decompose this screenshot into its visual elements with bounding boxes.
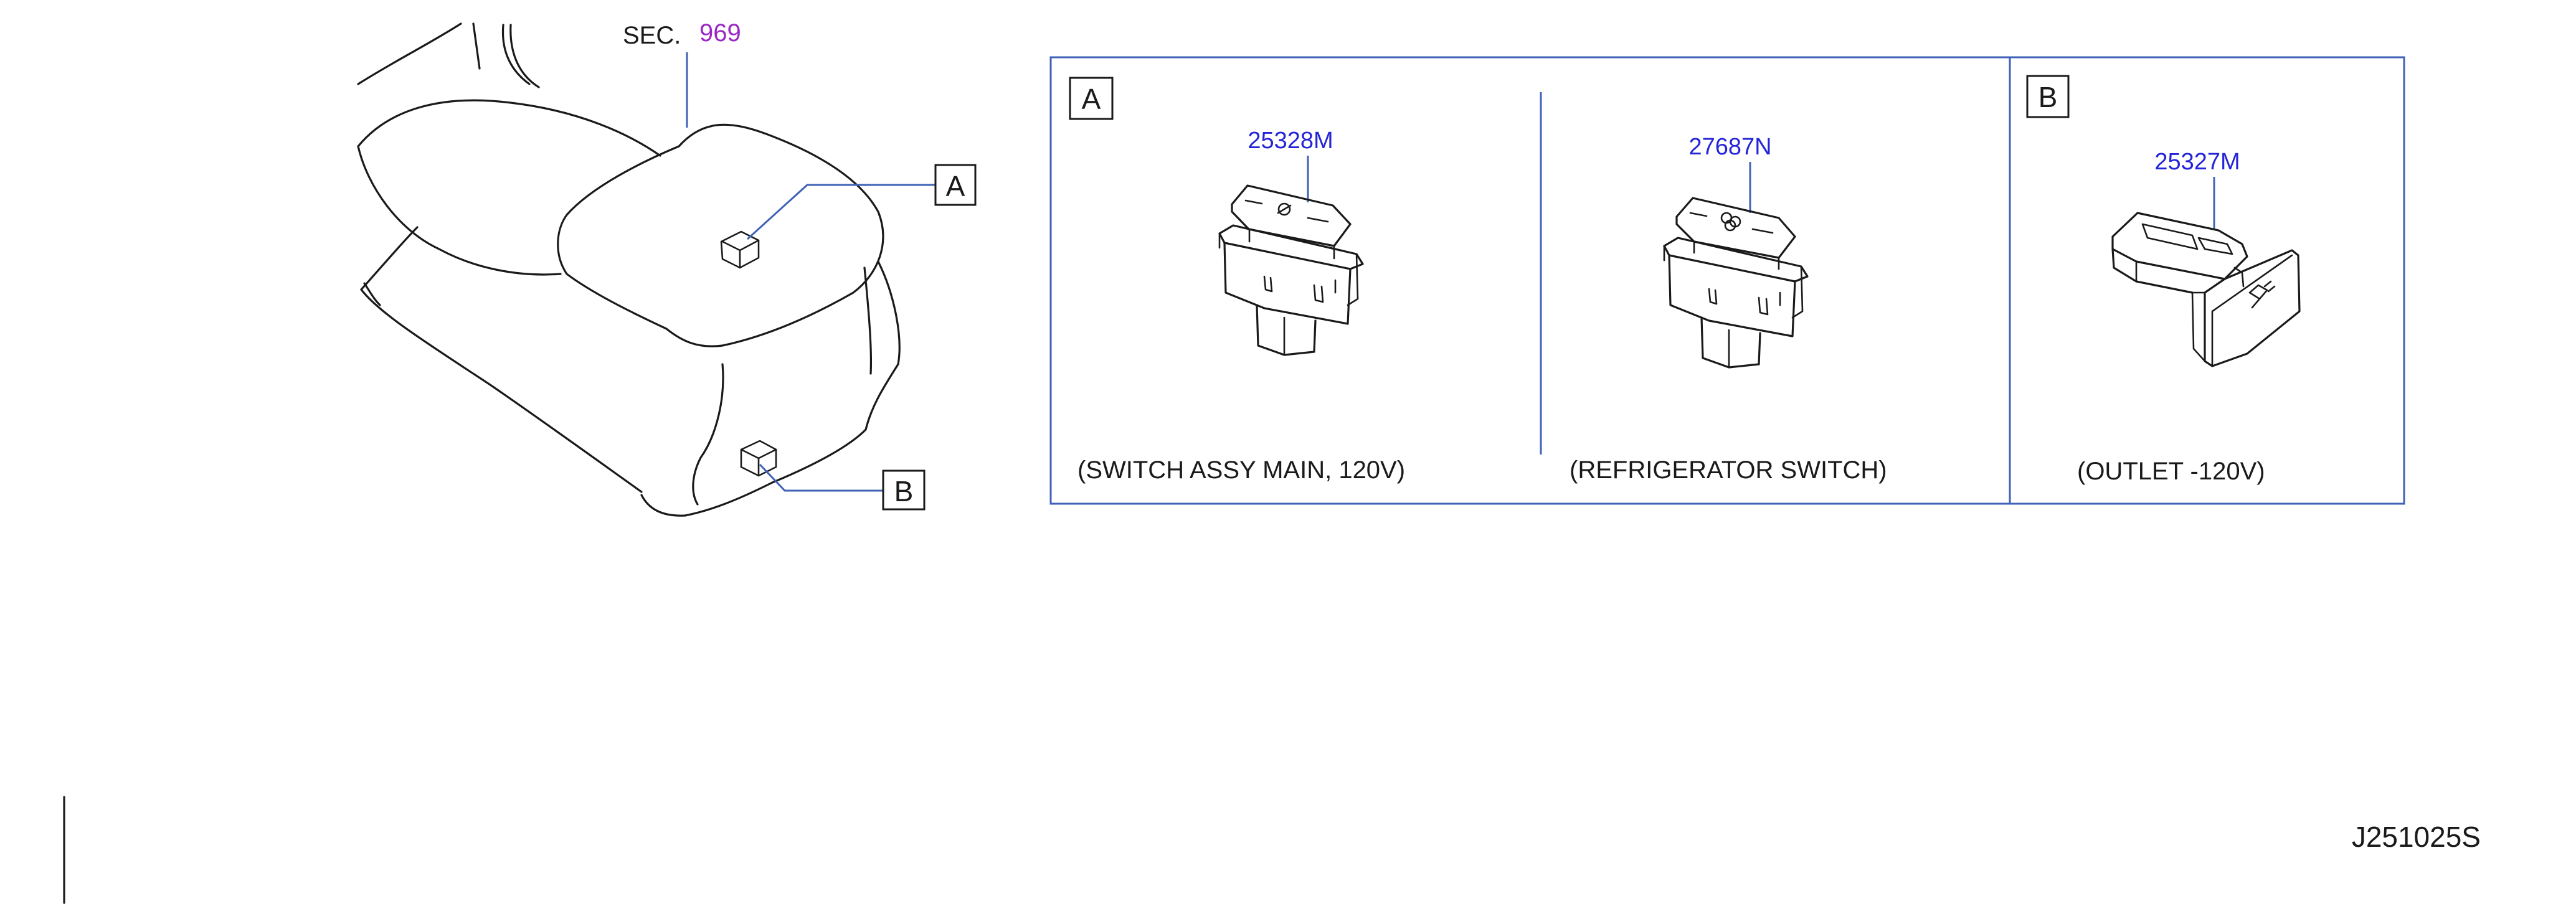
part-25328m[interactable]: 25328M [1077,128,1405,484]
section-ref-prefix: SEC. [623,22,681,49]
console-overview: SEC. 969 A B [357,19,977,517]
part-number-25328m[interactable]: 25328M [1248,128,1333,154]
callout-a-box[interactable] [934,164,977,206]
location-marker-b-icon [740,440,777,477]
location-marker-a-icon [720,230,760,269]
panel-b-label: B [2039,81,2058,113]
panel-b: B 25327M [2026,75,2301,485]
outlet-drawing [2111,212,2301,367]
part-number-25327m[interactable]: 25327M [2154,149,2240,175]
panel-a-label-box [1069,77,1114,120]
switch-main-drawing [1218,184,1364,356]
callout-a-label: A [946,170,965,202]
switch-refrigerator-drawing [1663,197,1809,369]
callout-a-leader [746,184,935,240]
part-desc-25327m: (OUTLET -120V) [2077,458,2265,485]
snowflake-icon [1720,212,1741,232]
panel-a-label: A [1082,83,1101,115]
drawing-id: J251025S [2352,821,2481,853]
panel-a: A 25328M [1069,77,1887,484]
panel-b-label-box [2026,75,2070,118]
part-desc-25328m: (SWITCH ASSY MAIN, 120V) [1077,456,1405,484]
callout-b-label: B [894,475,914,507]
part-25327m[interactable]: 25327M [2077,149,2301,485]
plug-icon [2248,280,2276,309]
section-ref-number[interactable]: 969 [699,19,741,47]
callout-b-box[interactable] [882,469,926,511]
detail-frame-outline [1049,56,2405,505]
part-number-27687n[interactable]: 27687N [1688,134,1771,160]
outlet-plug-icon [1277,202,1292,216]
part-27687n[interactable]: 27687N [1570,134,1887,484]
callout-b-leader [759,463,883,492]
detail-frames [1049,56,2405,505]
part-desc-27687n: (REFRIGERATOR SWITCH) [1570,456,1887,484]
